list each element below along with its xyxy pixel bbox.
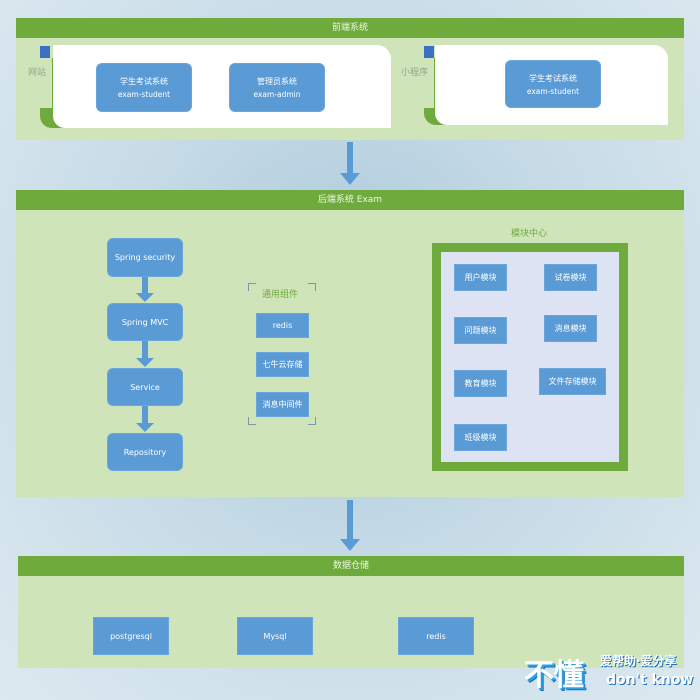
flow-arrow-icon: [142, 406, 148, 425]
web-label: 网站: [28, 68, 47, 78]
mini-label: 小程序: [401, 68, 429, 78]
module-user[interactable]: 用户模块: [454, 264, 507, 291]
web-student-system[interactable]: 学生考试系统 exam-student: [96, 63, 192, 112]
system-code: exam-admin: [253, 90, 301, 99]
flow-service[interactable]: Service: [107, 368, 183, 406]
system-code: exam-student: [117, 90, 171, 99]
module-file-storage[interactable]: 文件存储模块: [539, 368, 606, 395]
flow-spring-security[interactable]: Spring security: [107, 238, 183, 277]
web-tab-gap: [40, 58, 52, 108]
arrow-down-icon: [347, 142, 353, 174]
flow-arrow-icon: [142, 277, 148, 295]
db-postgresql[interactable]: postgresql: [93, 617, 169, 655]
backend-header: 后端系统 Exam: [16, 190, 684, 210]
system-code: exam-student: [526, 86, 580, 96]
watermark-en: don't know: [606, 672, 694, 688]
bracket-icon: [308, 283, 316, 291]
system-name: 学生考试系统: [120, 77, 168, 86]
web-admin-system[interactable]: 管理员系统 exam-admin: [229, 63, 325, 112]
common-message-middleware[interactable]: 消息中间件: [256, 392, 309, 417]
watermark-slogan: 爱帮助·爱分享: [600, 654, 677, 668]
mini-marker-icon: [424, 46, 434, 58]
watermark-logo: 不懂: [524, 658, 584, 693]
bracket-icon: [248, 283, 256, 291]
flow-arrow-icon: [142, 341, 148, 360]
db-mysql[interactable]: Mysql: [237, 617, 313, 655]
frontend-header: 前端系统: [16, 18, 684, 38]
arrow-down-icon: [347, 500, 353, 540]
bracket-icon: [308, 417, 316, 425]
module-paper[interactable]: 试卷模块: [544, 264, 597, 291]
flow-spring-mvc[interactable]: Spring MVC: [107, 303, 183, 341]
module-question[interactable]: 问题模块: [454, 317, 507, 344]
arrow-head-icon: [340, 173, 360, 185]
flow-arrowhead-icon: [136, 358, 154, 367]
modules-label: 模块中心: [511, 229, 548, 239]
module-education[interactable]: 教育模块: [454, 370, 507, 397]
storage-header: 数据仓储: [18, 556, 684, 576]
flow-arrowhead-icon: [136, 423, 154, 432]
system-name: 学生考试系统: [529, 73, 577, 83]
common-label: 通用组件: [262, 290, 299, 300]
flow-repository[interactable]: Repository: [107, 433, 183, 471]
mini-student-system[interactable]: 学生考试系统 exam-student: [505, 60, 601, 108]
arrow-head-icon: [340, 539, 360, 551]
db-redis[interactable]: redis: [398, 617, 474, 655]
module-message[interactable]: 消息模块: [544, 315, 597, 342]
system-name: 管理员系统: [257, 77, 297, 86]
common-qiniu-storage[interactable]: 七牛云存储: [256, 352, 309, 377]
module-class[interactable]: 班级模块: [454, 424, 507, 451]
common-redis[interactable]: redis: [256, 313, 309, 338]
mini-tab-gap: [424, 58, 434, 108]
web-marker-icon: [40, 46, 50, 58]
flow-arrowhead-icon: [136, 293, 154, 302]
bracket-icon: [248, 417, 256, 425]
